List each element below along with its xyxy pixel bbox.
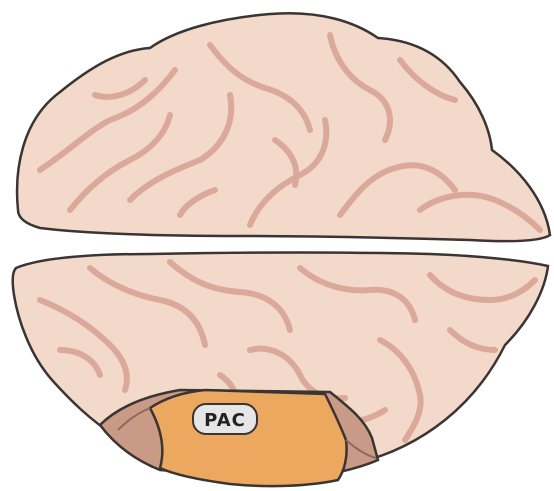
pac-label-text: PAC [204, 410, 246, 431]
upper-hemisphere [17, 13, 550, 241]
lower-hemisphere [13, 253, 548, 487]
pac-label: PAC [193, 404, 257, 434]
